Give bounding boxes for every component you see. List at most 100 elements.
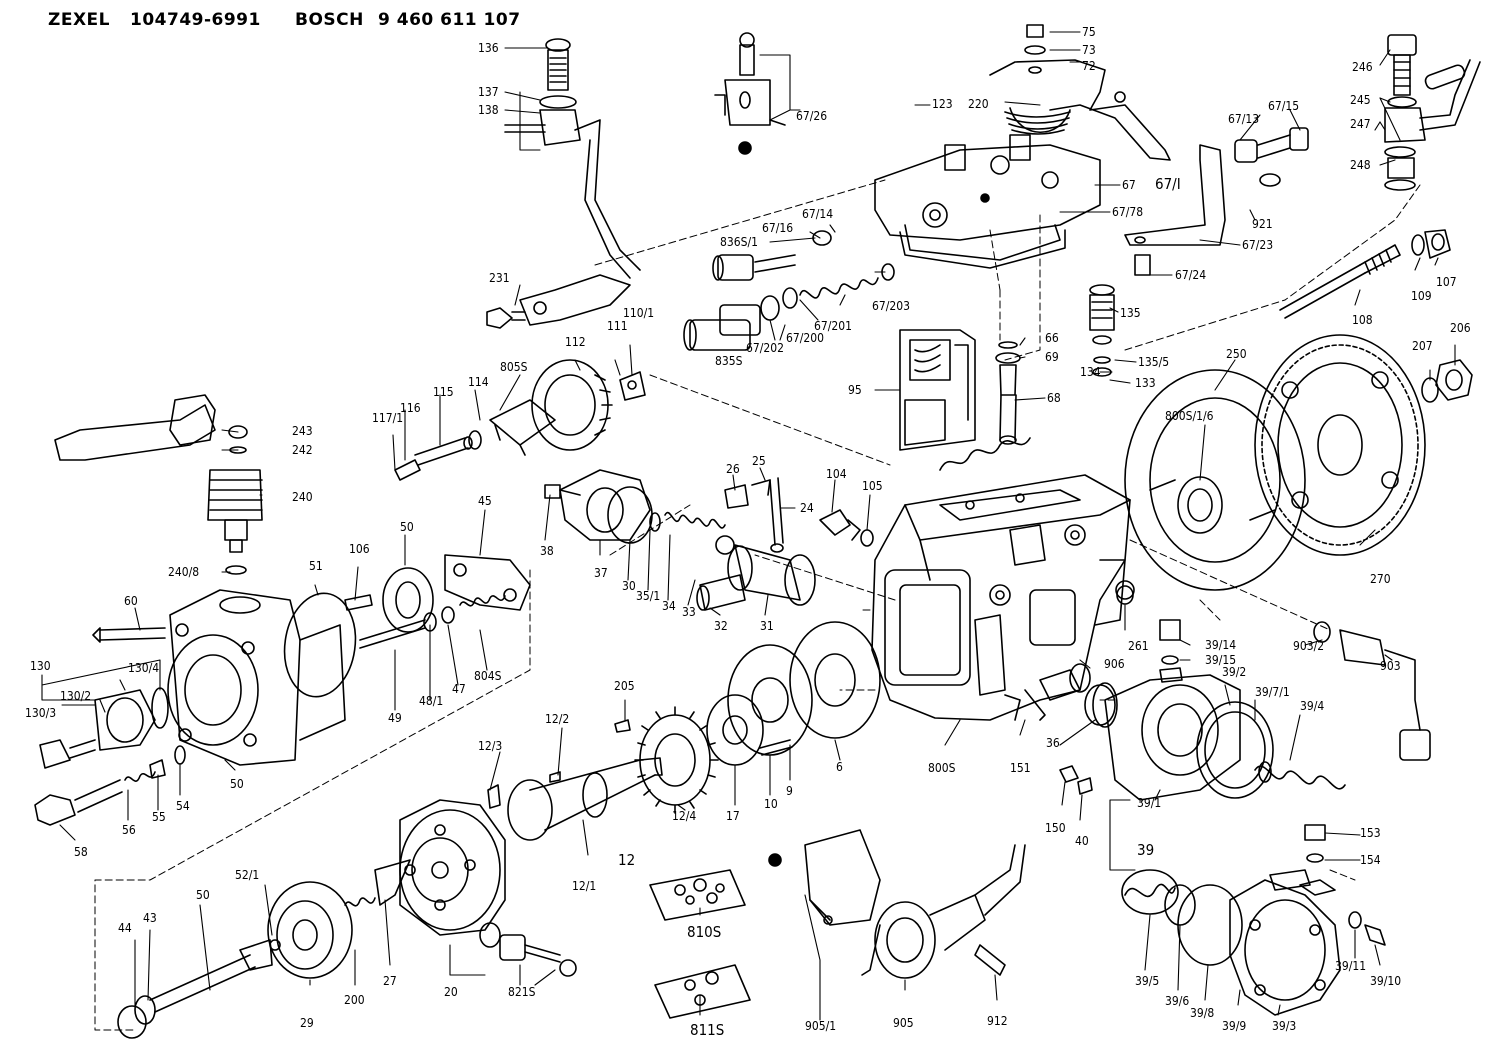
callout-250: 250 [1226,347,1247,361]
callout-67-24: 67/24 [1175,268,1207,282]
callout-72: 72 [1082,59,1096,73]
callout-12-3: 12/3 [478,739,503,753]
callout-130-4: 130/4 [128,661,160,675]
callout-50-left: 50 [230,777,244,791]
callout-37: 37 [594,566,608,580]
callout-36: 36 [1046,736,1060,750]
callout-9: 9 [786,784,793,798]
callout-836s-1: 836S/1 [720,235,758,249]
governor-cover [875,135,1100,268]
callout-67-13: 67/13 [1228,112,1260,126]
governor-lever-spring [990,25,1170,160]
control-valve-parts [684,231,894,350]
callout-811s: 811S [690,1021,725,1039]
callout-39-11: 39/11 [1335,959,1367,973]
callout-137: 137 [478,85,499,99]
callout-135: 135 [1120,306,1141,320]
callout-39-1: 39/1 [1137,796,1162,810]
callout-240-8: 240/8 [168,565,200,579]
gasket-kit-811S [655,965,750,1018]
callout-109: 109 [1411,289,1432,303]
callout-38: 38 [540,544,554,558]
callout-75: 75 [1082,25,1096,39]
callout-45: 45 [478,494,492,508]
callout-906: 906 [1104,657,1125,671]
callout-67: 67 [1122,178,1136,192]
callout-95: 95 [848,383,862,397]
callout-33: 33 [682,605,696,619]
bosch-part-number: 9 460 611 107 [378,10,521,30]
callout-51: 51 [309,559,323,573]
callout-903-2: 903/2 [1293,639,1325,653]
callout-106: 106 [349,542,370,556]
callout-73: 73 [1082,43,1096,57]
callout-821s: 821S [508,985,536,999]
callout-111: 111 [607,319,628,333]
callout-12: 12 [618,851,636,869]
callout-67-16: 67/16 [762,221,794,235]
callout-39-7-1: 39/7/1 [1255,685,1290,699]
callout-130-3: 130/3 [25,706,57,720]
callout-43: 43 [143,911,157,925]
pump-housing [872,475,1134,720]
callout-805s: 805S [500,360,528,374]
delivery-valve-parts [35,628,185,825]
callout-10: 10 [764,797,778,811]
callout-804s: 804S [474,669,502,683]
callout-247: 247 [1350,117,1371,131]
callout-905-1: 905/1 [805,1019,837,1033]
callout-130: 130 [30,659,51,673]
sensor-240-assembly [55,395,262,574]
callout-138: 138 [478,103,499,117]
callout-810s: 810S [687,923,722,941]
nut-206-washer-207 [1422,360,1472,402]
callout-67-26: 67/26 [796,109,828,123]
end-plate-29 [118,882,375,1038]
callout-39-9: 39/9 [1222,1019,1247,1033]
callout-54: 54 [176,799,190,813]
callout-248: 248 [1350,158,1371,172]
callout-67-78: 67/78 [1112,205,1144,219]
callout-243: 243 [292,424,313,438]
brand-bosch: BOSCH [295,10,364,30]
callout-134: 134 [1080,365,1101,379]
callout-117-1: 117/1 [372,411,404,425]
callout-108: 108 [1352,313,1373,327]
callout-220: 220 [968,97,989,111]
callout-240: 240 [292,490,313,504]
callout-39-3: 39/3 [1272,1019,1297,1033]
callout-206: 206 [1450,321,1471,335]
callout-50-top: 50 [400,520,414,534]
callout-30: 30 [622,579,636,593]
brand-zexel: ZEXEL [48,10,110,30]
callout-39-10: 39/10 [1370,974,1402,988]
callout-67-14: 67/14 [802,207,834,221]
callout-150: 150 [1045,821,1066,835]
callout-25: 25 [752,454,766,468]
callout-67-203: 67/203 [872,299,910,313]
callout-31: 31 [760,619,774,633]
screws-67-13-15 [1235,128,1308,186]
callout-115: 115 [433,385,454,399]
callout-12-2: 12/2 [545,712,570,726]
callout-17: 17 [726,809,740,823]
callout-66: 66 [1045,331,1059,345]
callout-48-1: 48/1 [419,694,444,708]
callout-58: 58 [74,845,88,859]
callout-20: 20 [444,985,458,999]
callout-205: 205 [614,679,635,693]
banjo-pipe-assembly [505,39,640,325]
callout-50-bottom: 50 [196,888,210,902]
callout-231: 231 [489,271,510,285]
callout-151: 151 [1010,761,1031,775]
callout-52-1: 52/1 [235,868,260,882]
callout-39-4: 39/4 [1300,699,1325,713]
callout-39-6: 39/6 [1165,994,1190,1008]
callout-903: 903 [1380,659,1401,673]
callout-130-2: 130/2 [60,689,92,703]
callout-67-200: 67/200 [786,331,824,345]
solenoid-95 [900,330,975,450]
drive-shaft-12-1 [488,720,662,840]
callout-39-14: 39/14 [1205,638,1237,652]
callout-56: 56 [122,823,136,837]
